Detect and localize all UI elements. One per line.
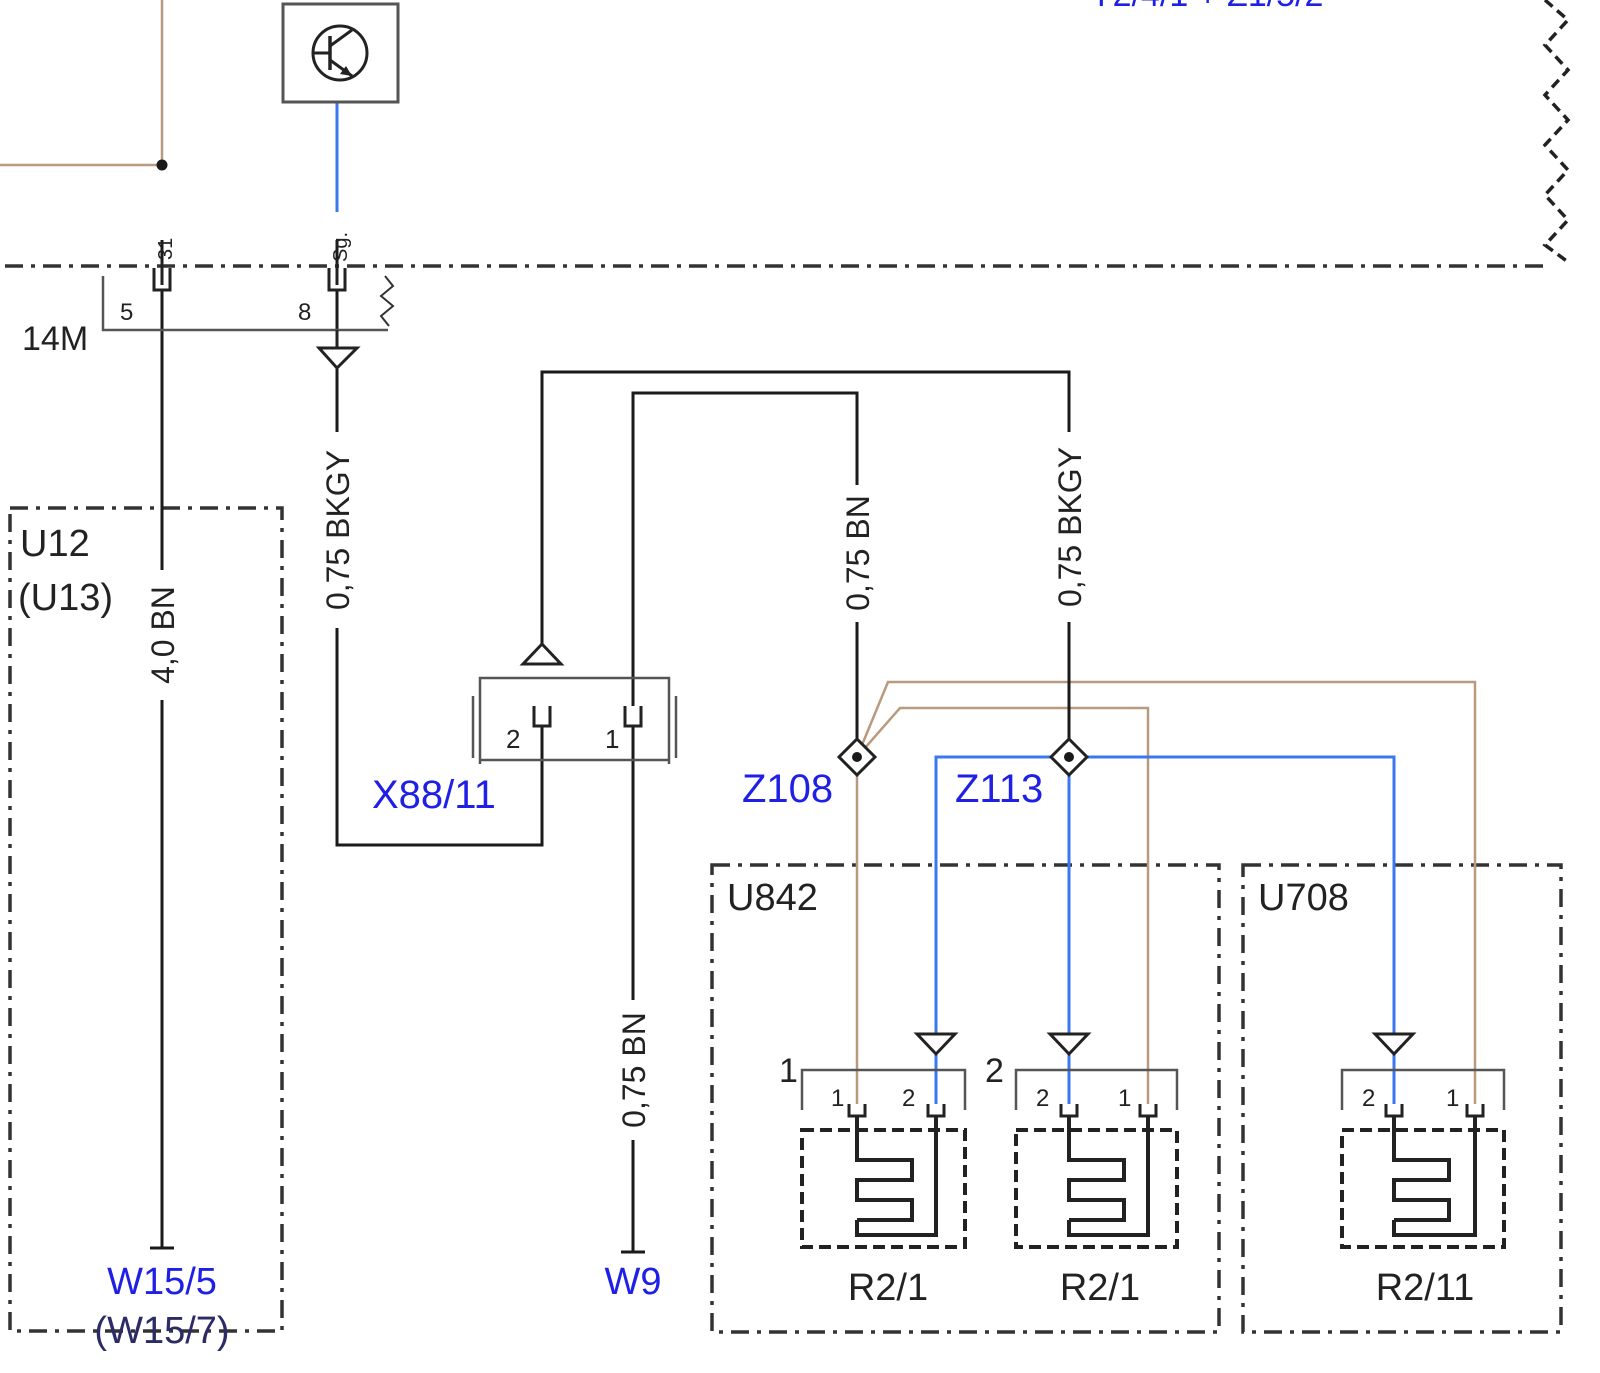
connector-14m: [101, 262, 395, 371]
module-u708-frame: [1241, 863, 1563, 1334]
terminal-w15-7-label: (W15/7): [94, 1310, 229, 1352]
partial-reference-label: Y2/4/1 + Z1/5/2: [1090, 0, 1323, 14]
wire-pin-sg-label: Sg.: [330, 232, 352, 262]
wire-brown-z108-h3: [855, 680, 1477, 1110]
splice-z108-label: Z108: [742, 767, 833, 811]
wire-pin-31-label: 31: [155, 238, 177, 260]
connector-x88-pin-2: 2: [506, 724, 520, 754]
wire-blue-z113-h3: [1069, 755, 1396, 1110]
terminal-w15-5-label: W15/5: [107, 1261, 217, 1303]
wire-label-0-75-bn-w9: 0,75 BN: [616, 1012, 652, 1128]
heater-2-index: 2: [985, 1052, 1004, 1090]
wire-brown-z108-h2: [856, 706, 1150, 1110]
heater-2-pin-a: 2: [1036, 1085, 1049, 1112]
module-u12-frame: [8, 506, 284, 1333]
connector-14m-pin-8: 8: [298, 299, 311, 326]
heater-2-label: R2/1: [1060, 1267, 1140, 1309]
connector-14m-label: 14M: [22, 320, 88, 358]
heater-3-pin-a: 2: [1362, 1085, 1375, 1112]
heater-1-pin-a: 1: [831, 1085, 844, 1112]
connector-x88-11: [471, 641, 678, 764]
splice-z113-label: Z113: [955, 767, 1043, 811]
heater-3-pin-b: 1: [1446, 1085, 1459, 1112]
module-u842-label: U842: [727, 877, 818, 919]
wire-bn-x88-z108: [631, 391, 859, 718]
heater-r2-11: [1340, 1032, 1506, 1249]
connector-x88-label: X88/11: [372, 773, 496, 817]
heater-1-index: 1: [779, 1052, 798, 1090]
connector-x88-pin-1: 1: [605, 724, 619, 754]
terminal-w9-label: W9: [605, 1261, 662, 1303]
heater-1-label: R2/1: [848, 1267, 928, 1309]
module-u842-frame: [710, 863, 1221, 1334]
module-u708-label: U708: [1258, 877, 1349, 919]
wire-label-0-75-bn-z108: 0,75 BN: [840, 495, 876, 611]
wire-blue-z113-h1: [934, 755, 1069, 1110]
upper-break-zigzag: [1542, 0, 1571, 264]
module-u12-label: U12: [20, 523, 90, 565]
heater-r2-1-b: [1014, 1032, 1179, 1249]
heater-3-label: R2/11: [1376, 1267, 1475, 1309]
junction-dot: [156, 159, 168, 171]
heater-r2-1-a: [800, 1032, 967, 1249]
splice-z113-icon: [1048, 736, 1090, 778]
wire-bkgy-left-lower: [335, 628, 544, 847]
heater-2-pin-b: 1: [1118, 1085, 1131, 1112]
wire-label-0-75-bkgy-left: 0,75 BKGY: [320, 450, 356, 610]
heater-1-pin-b: 2: [902, 1085, 915, 1112]
wire-label-0-75-bkgy-z113: 0,75 BKGY: [1052, 447, 1088, 607]
wire-bkgy-x88-z113: [540, 370, 1071, 662]
module-u13-label: (U13): [18, 577, 113, 619]
transistor-icon: [281, 2, 400, 104]
connector-14m-pin-5: 5: [120, 299, 133, 326]
splice-z108-icon: [836, 736, 878, 778]
wire-label-4-0-bn: 4,0 BN: [145, 586, 181, 684]
